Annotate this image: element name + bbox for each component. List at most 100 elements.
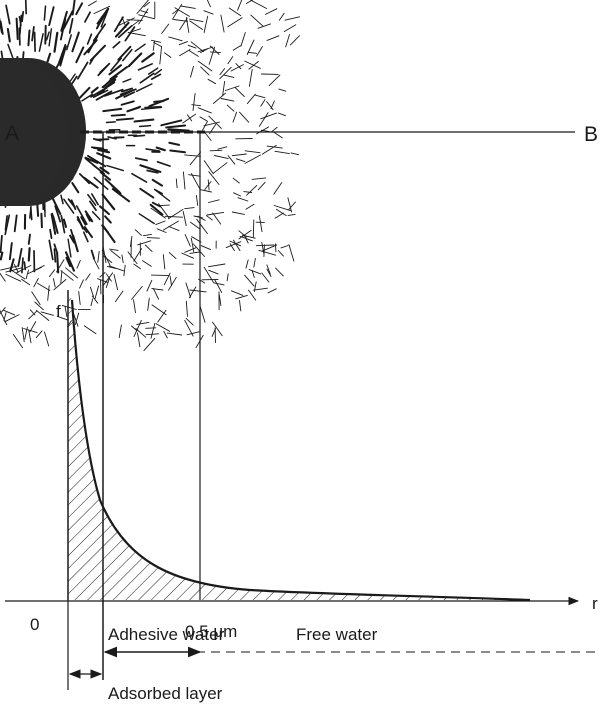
water-molecule-dash (167, 208, 184, 220)
water-molecule-dash (188, 50, 199, 57)
water-molecule-dash (189, 251, 200, 254)
water-molecule-dash (155, 146, 166, 152)
water-molecule-dash (162, 220, 179, 231)
water-molecule-dash (138, 213, 155, 225)
water-molecule-dash (173, 19, 189, 22)
water-molecule-dash (200, 48, 209, 54)
water-molecule-dash (175, 178, 178, 189)
water-molecule-dash (190, 41, 204, 53)
water-molecule-dash (288, 244, 295, 262)
water-molecule-dash (219, 68, 226, 76)
water-molecule-dash (56, 315, 69, 321)
water-molecule-dash (94, 285, 100, 300)
water-molecule-dash (31, 291, 41, 305)
particle-surface-shadow (28, 58, 86, 206)
water-molecule-dash (266, 145, 283, 149)
water-molecule-dash (106, 164, 125, 172)
water-molecule-dash (81, 93, 94, 102)
water-molecule-dash (133, 134, 146, 138)
water-molecule-dash (98, 205, 110, 216)
water-molecule-dash (143, 337, 156, 352)
water-molecule-dash (34, 301, 44, 311)
water-molecule-dash (115, 117, 134, 121)
water-molecule-dash (255, 244, 275, 247)
water-molecule-dash (182, 113, 196, 124)
water-molecule-dash (0, 17, 4, 34)
water-molecule-dash (97, 250, 100, 263)
water-molecule-dash (280, 245, 289, 249)
water-molecule-dash (267, 288, 277, 294)
water-molecule-dash (4, 314, 20, 323)
water-molecule-dash (168, 141, 181, 146)
water-molecule-dash (0, 309, 8, 326)
water-molecule-dash (27, 233, 31, 245)
water-molecule-dash (237, 0, 243, 11)
water-molecule-dash (203, 266, 214, 283)
water-molecule-dash (104, 178, 121, 193)
water-molecule-dash (232, 45, 241, 51)
water-molecule-dash (278, 12, 285, 21)
water-molecule-dash (32, 265, 45, 272)
water-molecule-dash (27, 29, 31, 47)
water-molecule-dash (137, 63, 153, 71)
water-molecule-dash (266, 264, 271, 275)
water-molecule-dash (78, 291, 81, 305)
water-molecule-dash (153, 99, 165, 103)
water-molecule-dash (260, 112, 277, 120)
water-molecule-dash (258, 215, 263, 233)
y-axis-label: f (56, 302, 61, 321)
water-molecule-dash (51, 197, 62, 215)
water-molecule-dash (137, 332, 141, 348)
water-molecule-dash (134, 43, 146, 52)
water-molecule-dash (163, 330, 168, 339)
water-molecule-dash (185, 282, 192, 298)
water-molecule-dash (79, 279, 84, 289)
water-molecule-dash (133, 319, 142, 338)
water-molecule-dash (53, 279, 67, 291)
water-molecule-dash (123, 91, 136, 98)
water-molecule-dash (244, 154, 261, 164)
water-molecule-dash (33, 278, 39, 288)
water-molecule-dash (268, 74, 281, 87)
water-molecule-dash (257, 23, 271, 29)
water-molecule-dash (256, 126, 270, 135)
water-molecule-dash (108, 64, 123, 76)
water-molecule-dash (274, 212, 284, 219)
water-molecule-dash (186, 331, 201, 336)
water-molecule-dash (188, 286, 197, 299)
water-molecule-dash (225, 241, 242, 249)
water-molecule-dash (287, 197, 293, 213)
water-molecule-dash (166, 332, 183, 336)
water-molecule-dash (256, 46, 263, 57)
water-molecule-dash (261, 272, 270, 283)
water-molecule-dash (258, 249, 277, 256)
water-molecule-dash (160, 119, 183, 127)
water-molecule-dash (142, 260, 152, 267)
water-molecule-dash (90, 193, 99, 206)
water-molecule-dash (133, 118, 155, 123)
water-molecule-dash (0, 272, 6, 282)
water-molecule-dash (112, 41, 121, 49)
water-molecule-dash (147, 297, 150, 311)
water-molecule-dash (206, 215, 213, 221)
water-molecule-dash (121, 254, 124, 264)
water-molecule-dash (114, 290, 124, 303)
water-molecule-dash (101, 193, 116, 211)
water-molecule-dash (287, 201, 296, 211)
water-molecule-dash (109, 65, 129, 81)
water-molecule-dash (10, 269, 26, 280)
water-molecule-dash (223, 74, 235, 78)
water-molecule-dash (156, 160, 171, 167)
water-molecule-dash (203, 15, 209, 33)
water-molecule-dash (150, 274, 170, 277)
water-molecule-dash (152, 287, 160, 300)
water-molecule-dash (245, 259, 249, 269)
water-molecule-dash (138, 8, 149, 25)
water-molecule-dash (117, 45, 132, 61)
water-molecule-dash (159, 45, 163, 65)
water-molecule-dash (185, 317, 194, 326)
water-molecule-dash (245, 203, 255, 210)
water-molecule-dash (197, 60, 213, 72)
water-molecule-dash (277, 250, 284, 257)
water-molecule-dash (184, 319, 194, 337)
